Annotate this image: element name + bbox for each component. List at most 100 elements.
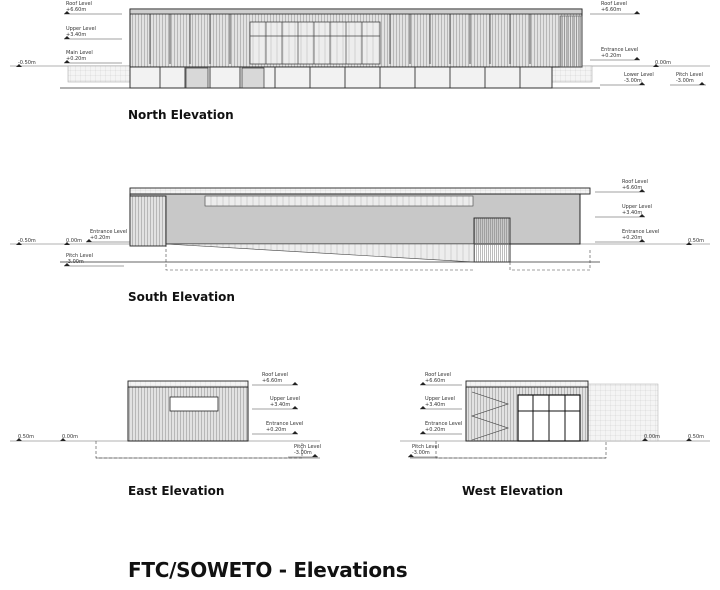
sheet-title: FTC/SOWETO - Elevations	[128, 558, 408, 582]
level-marker: Roof Level +6.60m	[252, 372, 298, 386]
level-value: +6.60m	[622, 185, 642, 191]
roof-band	[129, 187, 591, 195]
level-marker: Lower Level -3.00m	[600, 72, 654, 86]
south-elevation: Entrance Level +0.20m Pitch Level -3.00m…	[10, 179, 710, 271]
level-name: Roof Level	[425, 372, 451, 378]
east-elevation: Roof Level +6.60m Upper Level +3.40m Ent…	[10, 372, 321, 459]
glazed-clerestory	[249, 21, 381, 65]
level-value: +3.40m	[270, 402, 290, 408]
level-markers-left: Entrance Level +0.20m Pitch Level -3.00m…	[16, 229, 130, 267]
lower-openings	[159, 67, 521, 88]
west-elevation-title: West Elevation	[462, 484, 564, 498]
clerestory-strip	[204, 195, 474, 207]
level-value: +0.20m	[66, 56, 86, 62]
foundation-outline	[165, 244, 591, 271]
level-marker: Entrance Level +0.20m	[595, 229, 659, 243]
level-value: +6.60m	[262, 378, 282, 384]
level-value: +6.60m	[425, 378, 445, 384]
level-name: Upper Level	[270, 396, 300, 402]
level-markers-right: Roof Level +6.60m Upper Level +3.40m Ent…	[595, 179, 704, 245]
level-value: +3.40m	[66, 32, 86, 38]
ground-marker: 0.50m	[686, 238, 704, 245]
landscape-fence	[587, 383, 659, 442]
level-name: Upper Level	[66, 26, 96, 32]
level-markers: Roof Level +6.60m Upper Level +3.40m Ent…	[408, 372, 704, 458]
ground-value: 0.50m	[688, 238, 704, 244]
entrance-door	[185, 67, 209, 89]
entrance-block	[473, 217, 511, 263]
level-value: +0.20m	[90, 235, 110, 241]
level-name: Pitch Level	[66, 253, 93, 259]
ground-marker: 0.00m	[642, 434, 660, 441]
ground-value: 0.00m	[655, 60, 671, 66]
level-name: Entrance Level	[601, 47, 638, 53]
level-marker: Upper Level +3.40m	[420, 396, 462, 410]
level-name: Upper Level	[425, 396, 455, 402]
level-marker: Roof Level +6.60m	[420, 372, 462, 386]
ground-marker: 0.50m	[16, 434, 34, 441]
level-value: +0.20m	[266, 427, 286, 433]
level-marker: Entrance Level +0.20m	[590, 47, 640, 61]
level-value: -3.00m	[676, 78, 694, 84]
level-name: Roof Level	[66, 1, 92, 7]
ground-marker: 0.00m	[653, 60, 671, 67]
level-marker: Entrance Level +0.20m	[252, 421, 303, 435]
landscape-fence	[551, 65, 593, 83]
level-value: +6.60m	[601, 7, 621, 13]
level-marker: Pitch Level -3.00m	[408, 444, 439, 458]
main-volume	[127, 386, 249, 442]
level-marker: Pitch Level -3.00m	[288, 444, 321, 458]
level-marker: Upper Level +3.40m	[64, 26, 122, 40]
level-value: +3.40m	[425, 402, 445, 408]
level-value: -3.00m	[412, 450, 430, 456]
fins	[149, 12, 531, 64]
stair-core	[129, 195, 167, 247]
north-elevation: Roof Level +6.60m Upper Level +3.40m Mai…	[10, 1, 710, 89]
landscape-fence	[67, 65, 131, 83]
level-name: Entrance Level	[90, 229, 127, 235]
level-value: +0.20m	[622, 235, 642, 241]
foundation-outline	[95, 441, 303, 459]
level-name: Roof Level	[601, 1, 627, 7]
level-marker: Entrance Level +0.20m	[420, 421, 462, 435]
south-elevation-title: South Elevation	[128, 290, 235, 304]
ground-value: 0.00m	[66, 238, 82, 244]
side-stair	[559, 15, 583, 68]
level-marker: Roof Level +6.60m	[64, 1, 122, 15]
roof-band	[465, 380, 589, 388]
level-name: Lower Level	[624, 72, 654, 78]
level-name: Roof Level	[262, 372, 288, 378]
level-name: Entrance Level	[425, 421, 462, 427]
level-marker: Main Level +0.20m	[64, 50, 122, 64]
level-marker: Roof Level +6.60m	[590, 1, 640, 15]
entrance-door	[241, 67, 265, 89]
level-marker: Upper Level +3.40m	[595, 204, 652, 218]
roof-fascia	[129, 8, 583, 15]
ground-value: 0.50m	[18, 434, 34, 440]
level-name: Pitch Level	[294, 444, 321, 450]
level-value: +3.40m	[622, 210, 642, 216]
ground-value: -0.50m	[18, 60, 36, 66]
west-elevation: Roof Level +6.60m Upper Level +3.40m Ent…	[400, 372, 710, 459]
level-name: Roof Level	[622, 179, 648, 185]
level-name: Pitch Level	[676, 72, 703, 78]
level-value: +0.20m	[425, 427, 445, 433]
window-mullions	[250, 22, 380, 64]
level-marker: Roof Level +6.60m	[595, 179, 648, 193]
east-elevation-title: East Elevation	[128, 484, 225, 498]
glazing-mullions	[518, 395, 580, 441]
foundation-outline	[435, 441, 607, 459]
sloped-terrain	[165, 243, 475, 263]
ground-marker: -0.50m	[16, 238, 36, 245]
level-markers: Roof Level +6.60m Upper Level +3.40m Ent…	[16, 372, 321, 458]
level-name: Main Level	[66, 50, 93, 56]
level-value: +0.20m	[601, 53, 621, 59]
level-marker: Entrance Level +0.20m	[86, 229, 130, 243]
level-value: -3.00m	[294, 450, 312, 456]
level-marker: Pitch Level -3.00m	[64, 253, 124, 267]
level-value: -3.00m	[624, 78, 642, 84]
strip-window	[169, 396, 219, 412]
level-name: Pitch Level	[412, 444, 439, 450]
ground-value: -0.50m	[18, 238, 36, 244]
ground-marker: 0.00m	[60, 434, 78, 441]
